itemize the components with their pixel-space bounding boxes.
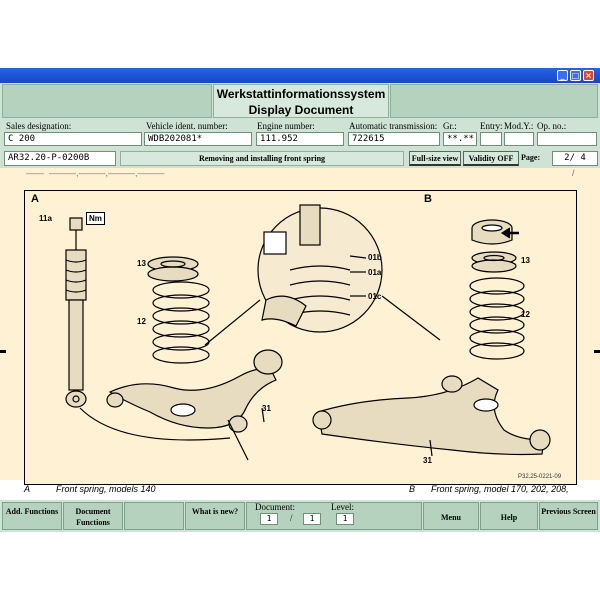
sales-designation-label: Sales designation: [6,121,72,131]
document-total-field: 1 [303,513,321,525]
callout-13-a: 13 [137,259,146,268]
figure-id: P32.25-0221-09 [518,474,562,480]
callout-31-a: 31 [262,404,271,413]
document-current-field[interactable]: 1 [260,513,278,525]
close-icon[interactable]: × [583,70,594,81]
callout-11a: 11a [39,214,52,223]
shock-lower-body [68,299,84,391]
validity-toggle-button[interactable]: Validity OFF [463,151,519,166]
sales-designation-field[interactable]: C 200 [4,132,142,146]
entry-field[interactable] [480,132,502,146]
what-is-new-button[interactable]: What is new? [185,502,245,530]
page-indicator: 2/ 4 [552,151,598,166]
spring-diagram [65,204,551,461]
callout-nm: Nm [86,212,105,225]
app-header: Werkstattinformationssystem Display Docu… [213,84,389,118]
previous-screen-button[interactable]: Previous Screen [539,502,598,530]
caption-a: Front spring, models 140 [56,484,156,494]
shock-top-nut [69,217,83,231]
op-no-field[interactable] [537,132,597,146]
mod-y-label: Mod.Y.: [504,121,534,131]
callout-31-b: 31 [423,456,432,465]
help-button[interactable]: Help [480,502,538,530]
page-label: Page: [521,151,551,166]
level-field[interactable]: 1 [336,513,354,525]
entry-label: Entry: [480,121,503,131]
window-title-bar: _ □ × [0,68,600,83]
document-separator: / [290,513,293,523]
callout-12-a: 12 [137,317,146,326]
header-right-panel [390,84,598,118]
document-functions-button[interactable]: Document Functions [63,502,123,530]
full-size-view-button[interactable]: Full-size view [409,151,461,166]
engine-number-label: Engine number: [257,121,315,131]
document-title: Removing and installing front spring [120,151,404,166]
callout-13-b: 13 [521,256,530,265]
automatic-transmission-label: Automatic transmission: [349,121,438,131]
document-code-field[interactable]: AR32.20-P-0200B [4,151,116,166]
maximize-icon[interactable]: □ [570,70,581,81]
scroll-right-marker[interactable] [594,350,600,353]
panel-a-label: A [31,193,39,205]
minimize-icon[interactable]: _ [557,70,568,81]
previous-page-fragment: —— ———,———,———,——— [26,168,165,178]
app-name: Werkstattinformationssystem [216,87,386,101]
engine-number-field[interactable]: 111.952 [256,132,344,146]
level-label: Level: [331,502,354,512]
document-label: Document: [255,502,295,512]
panel-b-label: B [424,193,432,205]
caption-b: Front spring, model 170, 202, 208, [431,484,569,494]
empty-function-button [124,502,184,530]
caption-b-letter: B [409,484,416,494]
add-functions-button[interactable]: Add. Functions [2,502,62,530]
op-no-label: Op. no.: [537,121,567,131]
automatic-transmission-field[interactable]: 722615 [348,132,440,146]
scroll-left-marker[interactable] [0,350,6,353]
gr-field[interactable]: **.** [443,132,477,146]
caption-a-letter: A [24,484,31,494]
page-title: Display Document [248,103,354,117]
vehicle-ident-field[interactable]: WDB202081* [144,132,252,146]
header-left-panel [2,84,212,118]
menu-button[interactable]: Menu [423,502,479,530]
callout-01a: 01a [368,268,382,277]
callout-01c: 01c [368,292,382,301]
gr-label: Gr.: [443,121,457,131]
top-right-rule: / [572,168,575,178]
callout-12-b: 12 [521,310,530,319]
vehicle-ident-label: Vehicle ident. number: [146,121,228,131]
callout-01b: 01b [368,253,382,262]
mod-y-field[interactable] [504,132,534,146]
